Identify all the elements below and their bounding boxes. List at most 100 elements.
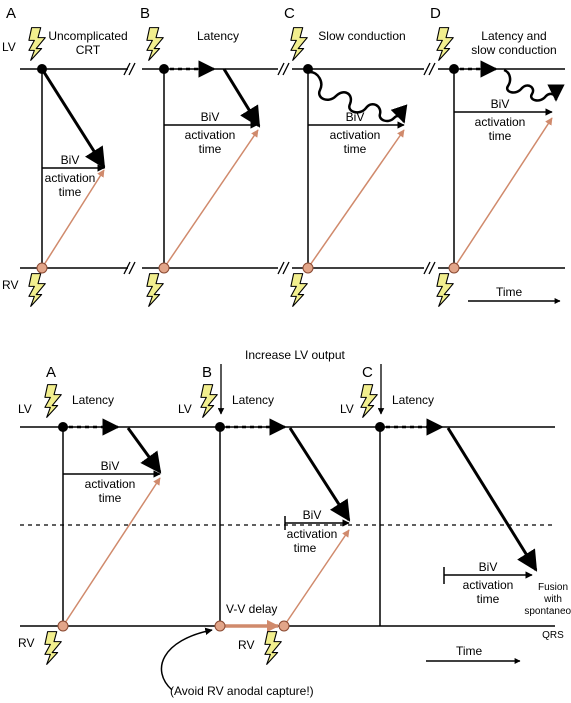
- biv-label: activation: [185, 128, 236, 142]
- biv-label: activation: [330, 128, 381, 142]
- lv-activation-arrow: [40, 68, 106, 169]
- top-time-label: Time: [496, 285, 523, 299]
- fusion-label: QRS: [542, 630, 564, 641]
- lv-activation-arrow: [288, 427, 351, 522]
- top-panel-d: D Latency and slow conduction BiV activa…: [430, 5, 565, 307]
- rv-pace-node: [36, 262, 48, 274]
- biv-label: time: [59, 185, 82, 199]
- panel-letter: D: [430, 5, 441, 22]
- biv-label: activation: [287, 527, 338, 541]
- rv-activation-arrow: [307, 129, 405, 269]
- biv-label: activation: [463, 578, 514, 592]
- lv-pacing-bolt-icon: [44, 384, 62, 418]
- top-panel-c: C Slow conduction BiV activation time: [284, 5, 408, 307]
- lv-pace-node: [375, 422, 385, 432]
- lv-pace-node: [449, 64, 459, 74]
- slow-conduction-wave-arrow: [503, 68, 565, 102]
- rv-pace-node: [278, 620, 290, 632]
- lv-pace-node: [159, 64, 169, 74]
- biv-label: BiV: [479, 560, 498, 574]
- lv-pace-node: [37, 64, 47, 74]
- biv-label: time: [477, 592, 500, 606]
- rv-pacing-bolt-icon: [44, 631, 62, 665]
- top-lv-label: LV: [2, 40, 16, 54]
- biv-label: time: [294, 541, 317, 555]
- top-lv-breaks: [123, 62, 436, 76]
- lv-label: LV: [18, 402, 32, 416]
- panel-title-line: Slow conduction: [318, 29, 405, 43]
- lv-pacing-bolt-icon: [28, 27, 46, 61]
- biv-label: activation: [45, 171, 96, 185]
- panel-title-line: Latency and: [481, 29, 546, 43]
- bottom-panel-c: C LV Latency BiV activation time Fusion …: [340, 364, 571, 641]
- rv-pacing-bolt-icon: [264, 631, 282, 665]
- rv-activation-arrow: [163, 129, 259, 269]
- lv-activation-arrow: [222, 68, 261, 128]
- vv-delay-label: V-V delay: [226, 602, 277, 616]
- lv-activation-arrow: [126, 427, 162, 474]
- lv-activation-arrow: [446, 427, 538, 572]
- panel-letter: A: [46, 364, 56, 381]
- top-panel-b: B Latency BiV activation time: [140, 5, 261, 307]
- lv-pace-node: [58, 422, 68, 432]
- lv-pacing-bolt-icon: [200, 384, 218, 418]
- lv-pacing-bolt-icon: [146, 27, 164, 61]
- lv-pacing-bolt-icon: [290, 27, 308, 61]
- rv-activation-arrow: [41, 169, 105, 269]
- panel-letter: B: [140, 5, 150, 22]
- lv-label: LV: [178, 402, 192, 416]
- lv-pace-node: [303, 64, 313, 74]
- rv-pace-node: [57, 620, 69, 632]
- latency-label: Latency: [232, 393, 274, 407]
- biv-label: BiV: [61, 153, 80, 167]
- latency-label: Latency: [392, 393, 434, 407]
- bottom-diagram: Increase LV output A LV RV Latency BiV a…: [18, 348, 571, 698]
- panel-letter: C: [284, 5, 295, 22]
- panel-title-line: slow conduction: [471, 43, 556, 57]
- panel-title-line: Latency: [197, 29, 239, 43]
- panel-letter: C: [362, 364, 373, 381]
- lv-pacing-bolt-icon: [360, 384, 378, 418]
- fusion-label: Fusion: [538, 582, 568, 593]
- rv-pacing-bolt-icon: [290, 273, 308, 307]
- rv-activation-arrow: [453, 117, 553, 269]
- rv-label: RV: [18, 636, 34, 650]
- panel-letter: A: [6, 5, 16, 22]
- rv-pacing-bolt-icon: [146, 273, 164, 307]
- slow-conduction-wave-arrow: [309, 70, 408, 124]
- bottom-panel-b: B LV Latency V-V delay BiV activation ti…: [160, 364, 351, 698]
- top-rv-label: RV: [2, 278, 18, 292]
- biv-label: BiV: [346, 110, 365, 124]
- biv-label: BiV: [303, 508, 322, 522]
- rv-pacing-bolt-icon: [436, 273, 454, 307]
- biv-label: time: [99, 491, 122, 505]
- rv-pacing-bolt-icon: [28, 273, 46, 307]
- anodal-capture-pointer: [160, 627, 213, 691]
- biv-label: time: [489, 129, 512, 143]
- biv-label: BiV: [201, 110, 220, 124]
- anodal-node: [214, 620, 226, 632]
- bottom-panel-a: A LV RV Latency BiV activation time: [18, 364, 162, 665]
- lv-pacing-bolt-icon: [436, 27, 454, 61]
- lv-pace-node: [215, 422, 225, 432]
- biv-label: activation: [475, 115, 526, 129]
- rv-activation-arrow: [62, 477, 161, 627]
- bottom-time-label: Time: [456, 644, 483, 658]
- latency-label: Latency: [72, 393, 114, 407]
- rv-pace-node: [302, 262, 314, 274]
- rv-pace-node: [158, 262, 170, 274]
- fusion-label: with: [543, 594, 562, 605]
- increase-lv-output-label: Increase LV output: [245, 348, 346, 362]
- panel-title-line: CRT: [76, 43, 101, 57]
- biv-label: BiV: [491, 97, 510, 111]
- biv-label: BiV: [101, 459, 120, 473]
- biv-label: time: [199, 142, 222, 156]
- fusion-label: spontaneous: [524, 606, 571, 617]
- lv-label: LV: [340, 402, 354, 416]
- top-diagram: LV RV A Uncomplicated CRT BiV activation…: [2, 5, 565, 307]
- rv-pace-node: [448, 262, 460, 274]
- rv-label: RV: [238, 638, 254, 652]
- biv-label: time: [344, 142, 367, 156]
- panel-letter: B: [202, 364, 212, 381]
